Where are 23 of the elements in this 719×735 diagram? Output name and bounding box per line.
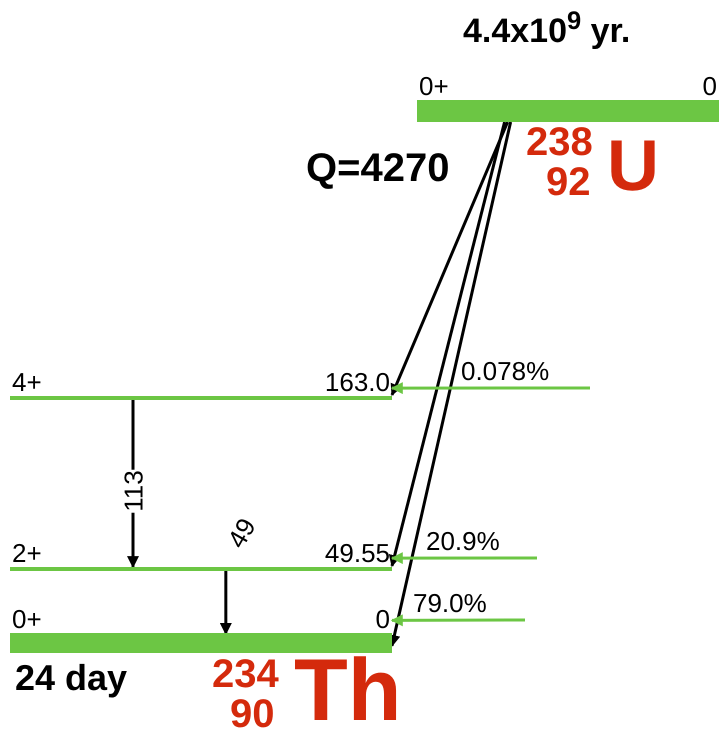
energy-label: 0 xyxy=(376,606,390,632)
arrow xyxy=(390,614,525,626)
energy-label: 0 xyxy=(702,73,717,99)
atomic-number: 90 xyxy=(230,694,274,734)
element-symbol: Th xyxy=(294,646,402,734)
mass-number: 238 xyxy=(526,122,593,162)
arrow xyxy=(390,552,537,564)
energy-label: 49.55 xyxy=(324,540,390,566)
energy-level xyxy=(417,78,719,122)
mass-number: 234 xyxy=(212,654,279,694)
q-value-label: Q=4270 xyxy=(306,148,450,188)
arrow xyxy=(388,122,506,568)
spin-parity-label: 4+ xyxy=(12,369,42,395)
spin-parity-label: 0+ xyxy=(12,606,42,632)
energy-label: 163.0 xyxy=(324,369,390,395)
arrow xyxy=(220,571,232,635)
arrow xyxy=(390,121,509,396)
spin-parity-label: 0+ xyxy=(419,73,449,99)
element-symbol: U xyxy=(607,130,659,202)
arrow xyxy=(390,382,590,394)
spin-parity-label: 2+ xyxy=(12,540,42,566)
atomic-number: 92 xyxy=(546,162,590,202)
half-life-label: 24 day xyxy=(15,660,128,696)
